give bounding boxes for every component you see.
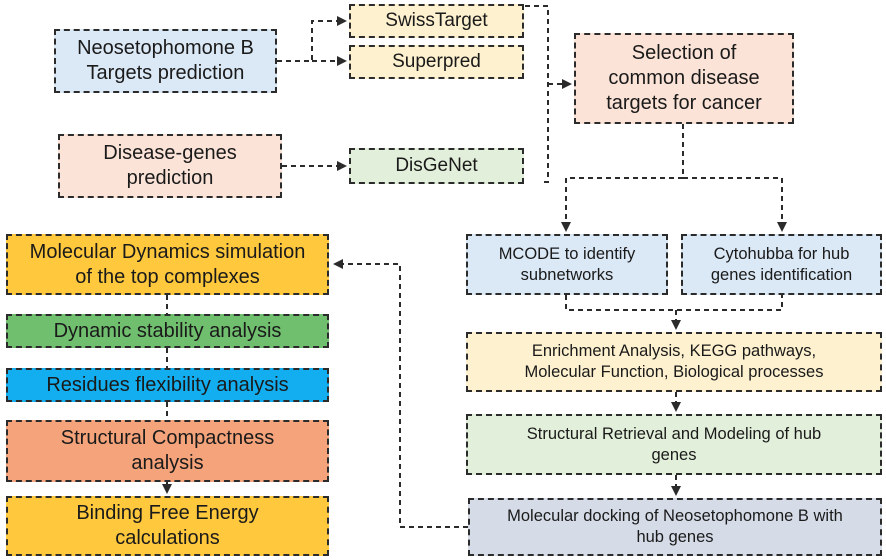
node-residues-flexibility: Residues flexibility analysis — [6, 368, 329, 402]
node-mcode-line1: MCODE to identify — [498, 244, 636, 263]
node-binding-free-energy-line1: Binding Free Energy — [76, 502, 259, 524]
node-structural-retrieval-line2: genes — [651, 445, 697, 464]
node-disease-genes-line1: Disease-genes — [103, 142, 237, 164]
node-swisstarget-label: SwissTarget — [385, 10, 488, 32]
split-from-common — [561, 124, 684, 232]
arrow-to-cytohubba — [683, 177, 787, 232]
arrow-neo-to-swisstarget — [277, 16, 347, 62]
node-common-targets-line2: common disease — [608, 67, 760, 89]
node-mcode: MCODE to identify subnetworks — [466, 234, 668, 295]
node-disgenet-label: DisGeNet — [395, 155, 478, 177]
node-dynamic-stability: Dynamic stability analysis — [6, 314, 329, 348]
arrow-docking-to-md — [333, 259, 468, 528]
node-cytohubba: Cytohubba for hub genes identification — [681, 234, 882, 295]
node-superpred-label: Superpred — [392, 51, 481, 73]
node-docking: Molecular docking of Neosetophomone B wi… — [468, 498, 882, 556]
node-structural-compactness-line1: Structural Compactness — [60, 427, 275, 449]
node-neosetophomone-targets: Neosetophomone B Targets prediction — [54, 29, 277, 93]
node-binding-free-energy: Binding Free Energy calculations — [6, 496, 329, 556]
node-dynamic-stability-label: Dynamic stability analysis — [53, 319, 282, 342]
node-md-simulation: Molecular Dynamics simulation of the top… — [6, 234, 329, 295]
node-docking-line2: hub genes — [636, 528, 714, 546]
node-residues-flexibility-label: Residues flexibility analysis — [46, 373, 289, 396]
node-disease-genes-line2: prediction — [126, 167, 214, 189]
node-enrichment: Enrichment Analysis, KEGG pathways, Mole… — [466, 332, 882, 392]
node-structural-retrieval-line1: Structural Retrieval and Modeling of hub — [526, 424, 822, 443]
node-disgenet: DisGeNet — [349, 148, 524, 184]
node-common-targets: Selection of common disease targets for … — [574, 33, 794, 124]
node-structural-compactness: Structural Compactness analysis — [6, 420, 329, 482]
node-swisstarget: SwissTarget — [349, 4, 524, 38]
node-disease-genes: Disease-genes prediction — [58, 134, 282, 198]
merge-to-enrichment — [565, 295, 783, 311]
node-structural-compactness-line2: analysis — [131, 452, 204, 474]
node-cytohubba-line1: Cytohubba for hub — [713, 244, 850, 263]
node-md-simulation-line1: Molecular Dynamics simulation — [29, 240, 306, 263]
node-neosetophomone-line1: Neosetophomone B — [77, 37, 254, 59]
node-cytohubba-line2: genes identification — [710, 265, 853, 284]
node-neosetophomone-line2: Targets prediction — [86, 62, 245, 84]
node-md-simulation-line2: of the top complexes — [75, 265, 260, 288]
node-binding-free-energy-line2: calculations — [115, 527, 220, 549]
node-docking-line1: Molecular docking of Neosetophomone B wi… — [507, 507, 843, 526]
node-common-targets-line1: Selection of — [631, 42, 737, 64]
node-mcode-line2: subnetworks — [520, 265, 614, 284]
node-enrichment-line2: Molecular Function, Biological processes — [524, 363, 824, 381]
node-enrichment-line1: Enrichment Analysis, KEGG pathways, — [531, 342, 817, 361]
node-superpred: Superpred — [349, 45, 524, 79]
node-structural-retrieval: Structural Retrieval and Modeling of hub… — [466, 414, 882, 475]
merge-bracket — [525, 5, 549, 183]
node-common-targets-line3: targets for cancer — [606, 92, 762, 114]
